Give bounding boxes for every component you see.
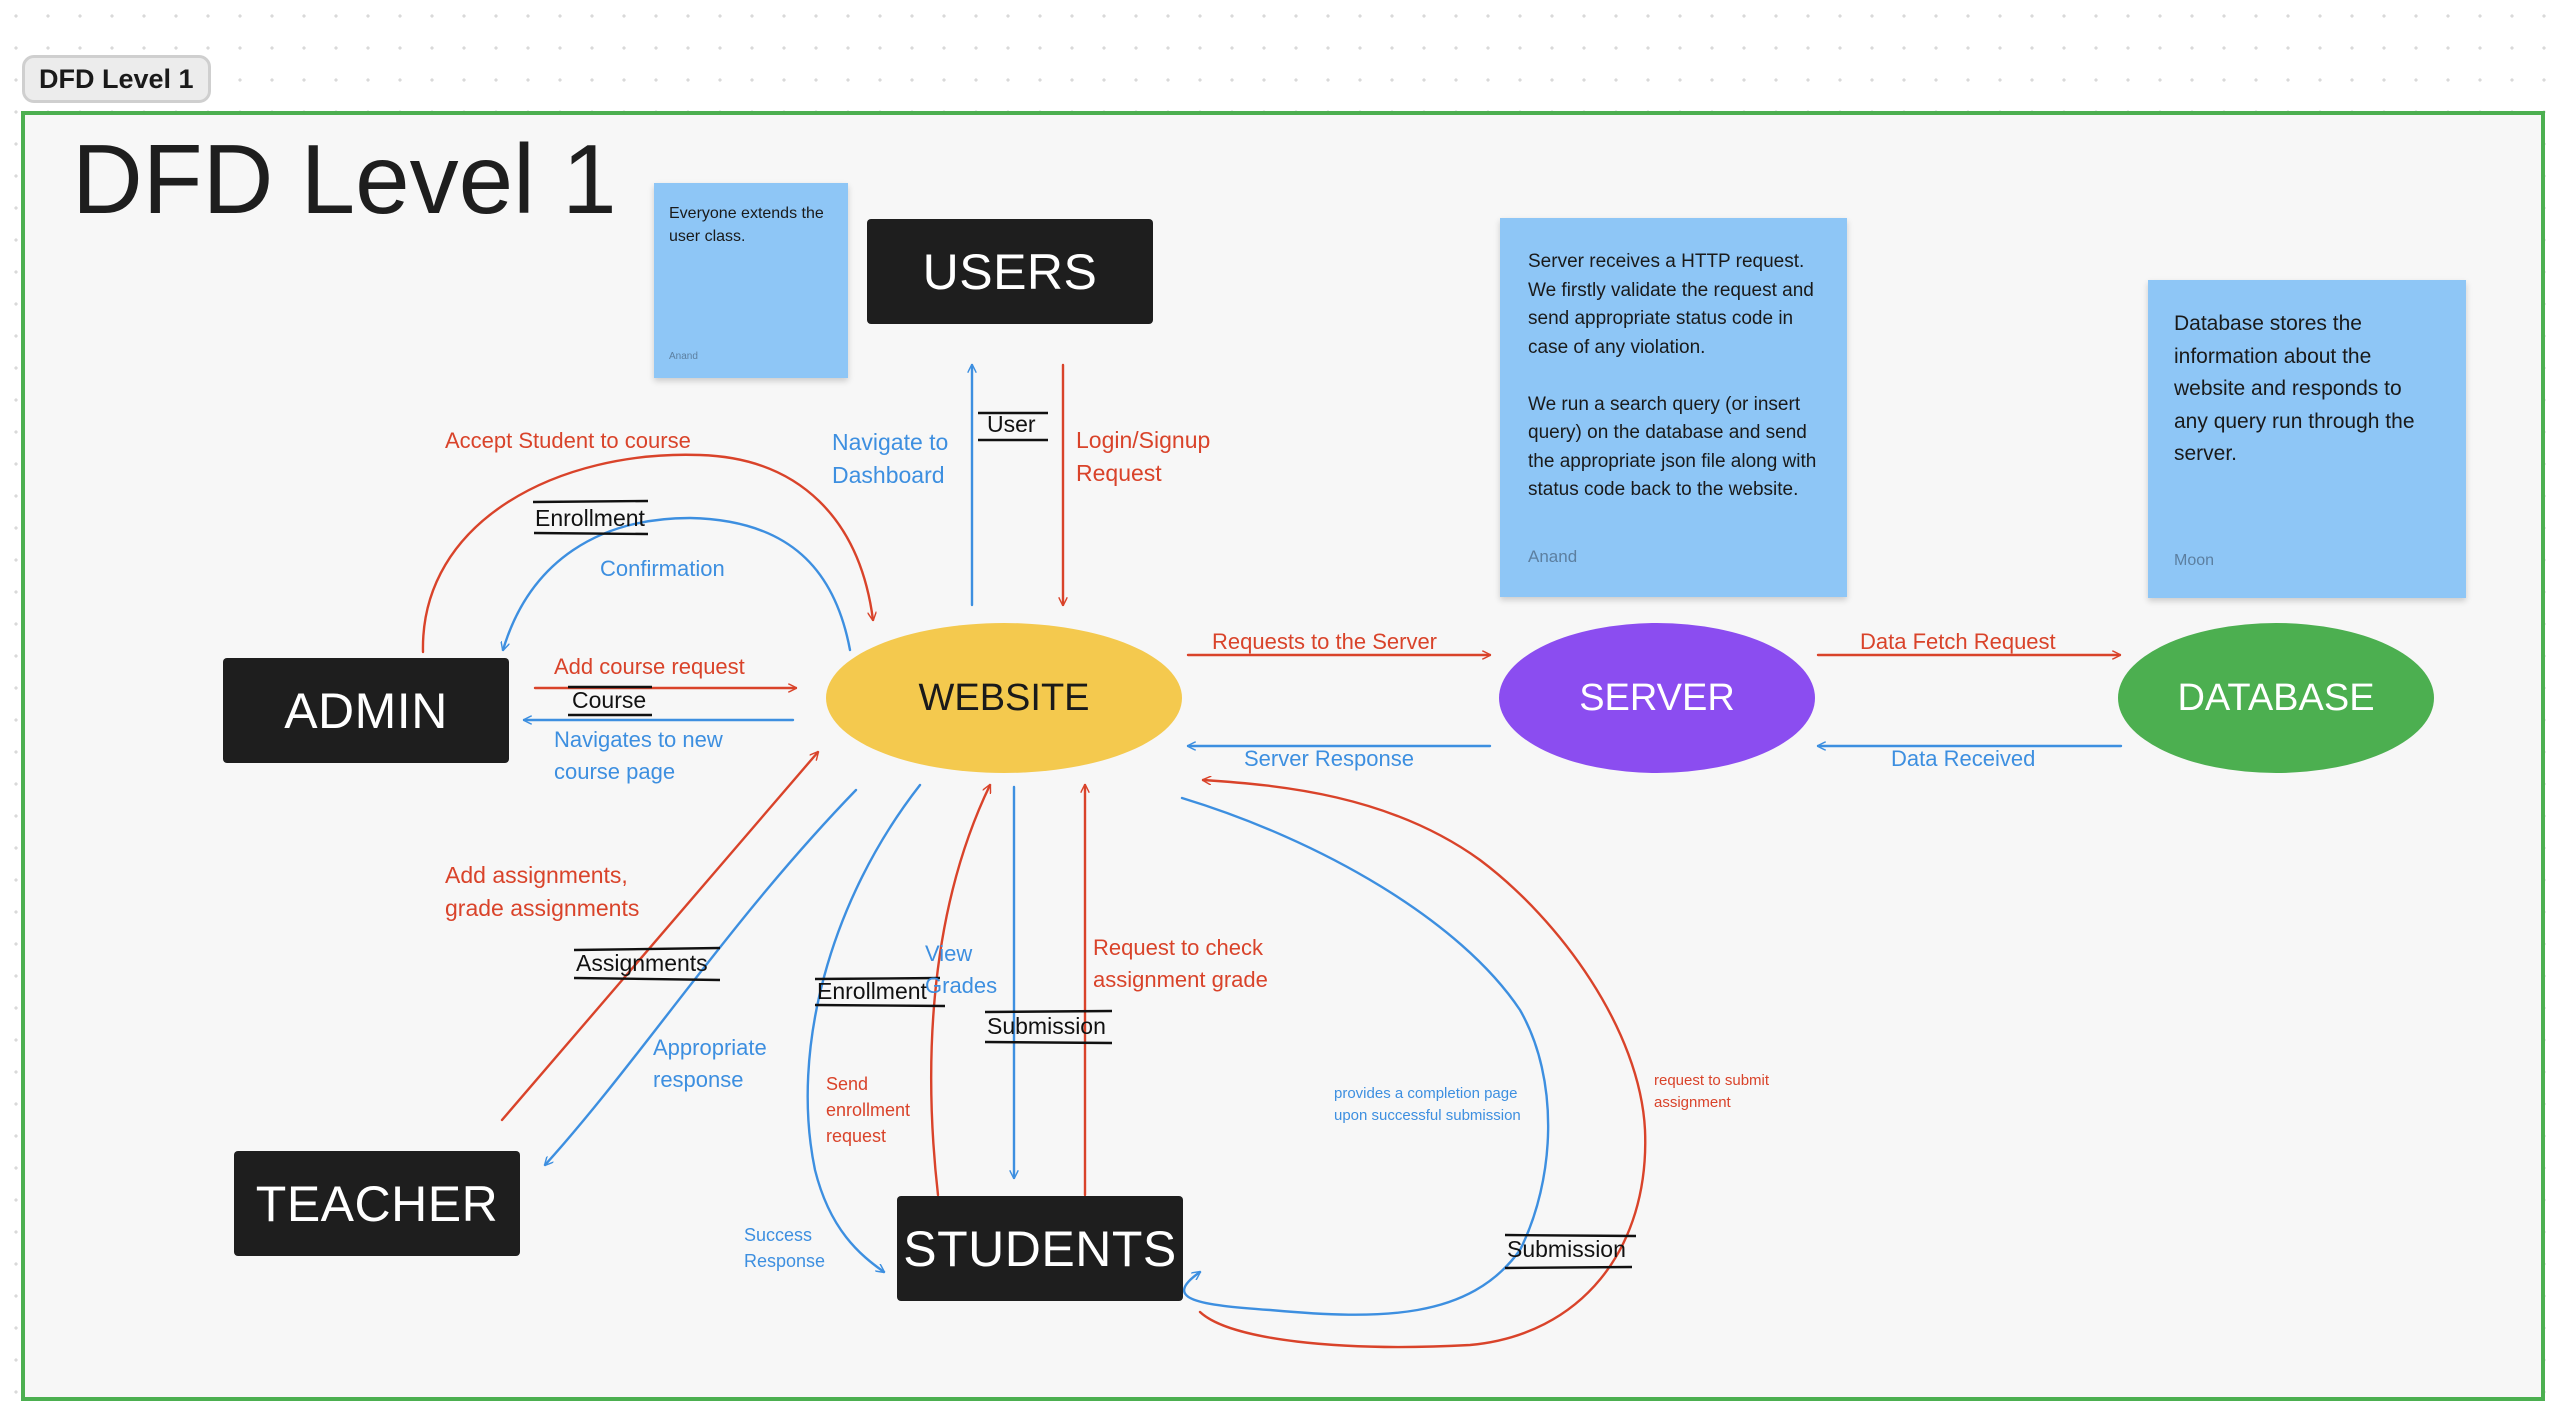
- store-submission-student: Submission: [1507, 1236, 1626, 1262]
- label-request-check-grade: Request to check assignment grade: [1093, 935, 1268, 992]
- sticky-note-text: Everyone extends the user class.: [669, 205, 824, 246]
- arrow-send-enrollment: [930, 785, 990, 1197]
- entity-users[interactable]: USERS: [867, 219, 1153, 324]
- sticky-note-author: Anand: [669, 351, 698, 362]
- store-user: User: [987, 411, 1036, 437]
- sticky-note-author: Moon: [2174, 552, 2215, 569]
- label-data-fetch-request: Data Fetch Request: [1860, 629, 2056, 654]
- entity-admin[interactable]: ADMIN: [223, 658, 509, 763]
- label-success-response: Success Response: [744, 1225, 826, 1272]
- store-enrollment-student: Enrollment: [817, 978, 927, 1004]
- label-navigate-dashboard: Navigate to Dashboard: [832, 429, 949, 489]
- store-course: Course: [572, 687, 647, 713]
- store-lines-assignments: [573, 946, 721, 982]
- label-requests-to-server: Requests to the Server: [1212, 629, 1438, 654]
- arrow-confirmation: [503, 516, 852, 650]
- frame-tab-label[interactable]: DFD Level 1: [22, 55, 211, 103]
- store-assignments: Assignments: [576, 950, 708, 976]
- label-server-response: Server Response: [1244, 746, 1414, 771]
- store-lines-user: [978, 411, 1048, 442]
- label-completion-page: provides a completion page upon successf…: [1334, 1085, 1521, 1124]
- label-add-assignments: Add assignments, grade assignments: [445, 862, 640, 922]
- arrow-view-grades: [806, 783, 922, 1272]
- arrow-add-assignments: [500, 752, 818, 1122]
- entity-teacher[interactable]: TEACHER: [234, 1151, 520, 1256]
- store-enrollment-admin: Enrollment: [535, 505, 645, 531]
- process-server[interactable]: SERVER: [1499, 623, 1815, 773]
- store-lines-enrollment-admin: [532, 499, 649, 536]
- label-send-enrollment: Send enrollment request: [826, 1074, 911, 1147]
- store-lines-enrollment-student: [814, 976, 946, 1008]
- store-lines-submission-student: [1504, 1233, 1637, 1270]
- label-confirmation: Confirmation: [600, 556, 725, 581]
- label-login-signup: Login/Signup Request: [1076, 427, 1211, 487]
- store-submission-grade: Submission: [987, 1013, 1106, 1039]
- arrow-request-submit: [1198, 780, 1647, 1349]
- arrow-completion-page: [1180, 796, 1550, 1316]
- label-data-received: Data Received: [1891, 746, 2036, 771]
- sticky-note-database[interactable]: Database stores the information about th…: [2148, 280, 2466, 598]
- arrow-accept-student: [421, 453, 873, 654]
- sticky-note-text: Database stores the information about th…: [2174, 312, 2415, 466]
- sticky-note-text: Server receives a HTTP request. We first…: [1528, 251, 1817, 500]
- label-view-grades: View Grades: [925, 941, 998, 998]
- label-navigates-new-course: Navigates to new course page: [554, 727, 723, 784]
- diagram-title: DFD Level 1: [72, 124, 617, 234]
- label-appropriate-response: Appropriate response: [653, 1035, 767, 1092]
- label-request-submit: request to submit assignment: [1654, 1072, 1770, 1111]
- entity-students[interactable]: STUDENTS: [897, 1196, 1183, 1301]
- store-lines-submission-grade: [984, 1009, 1113, 1045]
- sticky-note-server[interactable]: Server receives a HTTP request. We first…: [1500, 218, 1847, 597]
- label-accept-student: Accept Student to course: [445, 428, 691, 453]
- process-database[interactable]: DATABASE: [2118, 623, 2434, 773]
- arrow-appropriate-response: [545, 788, 858, 1165]
- sticky-note-author: Anand: [1528, 547, 1578, 566]
- sticky-note-users[interactable]: Everyone extends the user class. Anand: [654, 183, 848, 378]
- store-lines-course: [568, 685, 652, 717]
- label-add-course-request: Add course request: [554, 654, 745, 679]
- process-website[interactable]: WEBSITE: [826, 623, 1182, 773]
